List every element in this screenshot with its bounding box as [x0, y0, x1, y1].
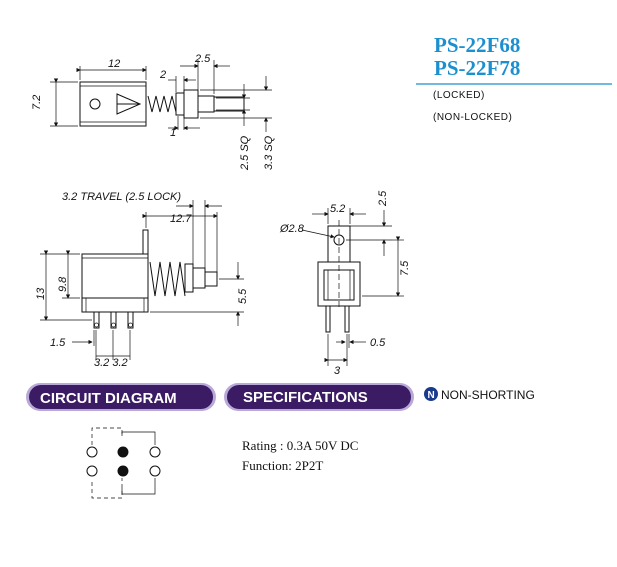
dim-side-127: 12.7 — [170, 213, 192, 225]
dim-top-25sq: 2.5 SQ — [239, 135, 251, 171]
dim-top-1: 1 — [170, 127, 176, 139]
non-shorting-icon-letter: N — [428, 390, 435, 401]
non-shorting-label: NON-SHORTING — [441, 388, 535, 402]
dim-side-pitch: 3.2 3.2 — [94, 357, 128, 369]
dim-front-3: 3 — [334, 365, 341, 377]
circuit-diagram — [86, 427, 161, 499]
top-view-drawing — [50, 60, 272, 132]
contact-node — [149, 465, 161, 477]
dim-front-52: 5.2 — [330, 203, 345, 215]
non-shorting-icon — [424, 387, 438, 401]
circuit-diagram-title: CIRCUIT DIAGRAM — [40, 390, 177, 407]
dim-top-height: 7.2 — [31, 95, 43, 110]
dim-top-width: 12 — [108, 58, 120, 70]
model-name-1: PS-22F68 — [434, 33, 520, 57]
dim-front-25: 2.5 — [377, 190, 389, 207]
dim-top-25: 2.5 — [194, 53, 211, 65]
contact-node — [86, 465, 98, 477]
dim-side-55: 5.5 — [237, 288, 249, 304]
non-locked-label: (NON-LOCKED) — [433, 112, 512, 123]
dim-side-98: 9.8 — [57, 276, 69, 292]
dim-top-33sq: 3.3 SQ — [263, 135, 275, 170]
model-name-2: PS-22F78 — [434, 56, 520, 80]
contact-node — [117, 446, 129, 458]
contact-node — [117, 465, 129, 477]
front-view-drawing — [301, 208, 404, 366]
locked-label: (LOCKED) — [433, 90, 485, 101]
side-view-drawing — [40, 200, 244, 360]
dim-travel: 3.2 TRAVEL (2.5 LOCK) — [62, 191, 181, 203]
contact-node — [149, 446, 161, 458]
non-shorting-badge: N NON-SHORTING — [424, 387, 535, 402]
dim-side-15: 1.5 — [50, 337, 66, 349]
specifications-header: SPECIFICATIONS — [224, 383, 414, 411]
circuit-diagram-header: CIRCUIT DIAGRAM — [26, 383, 216, 411]
specifications-title: SPECIFICATIONS — [243, 389, 368, 406]
dim-front-75: 7.5 — [399, 260, 411, 276]
spec-function: Function: 2P2T — [242, 458, 323, 473]
dim-top-2: 2 — [159, 69, 166, 81]
spec-rating: Rating : 0.3A 50V DC — [242, 438, 358, 453]
dim-front-dia: Ø2.8 — [279, 223, 305, 235]
contact-node — [86, 446, 98, 458]
dim-side-13: 13 — [35, 287, 47, 300]
dim-front-05: 0.5 — [370, 337, 386, 349]
